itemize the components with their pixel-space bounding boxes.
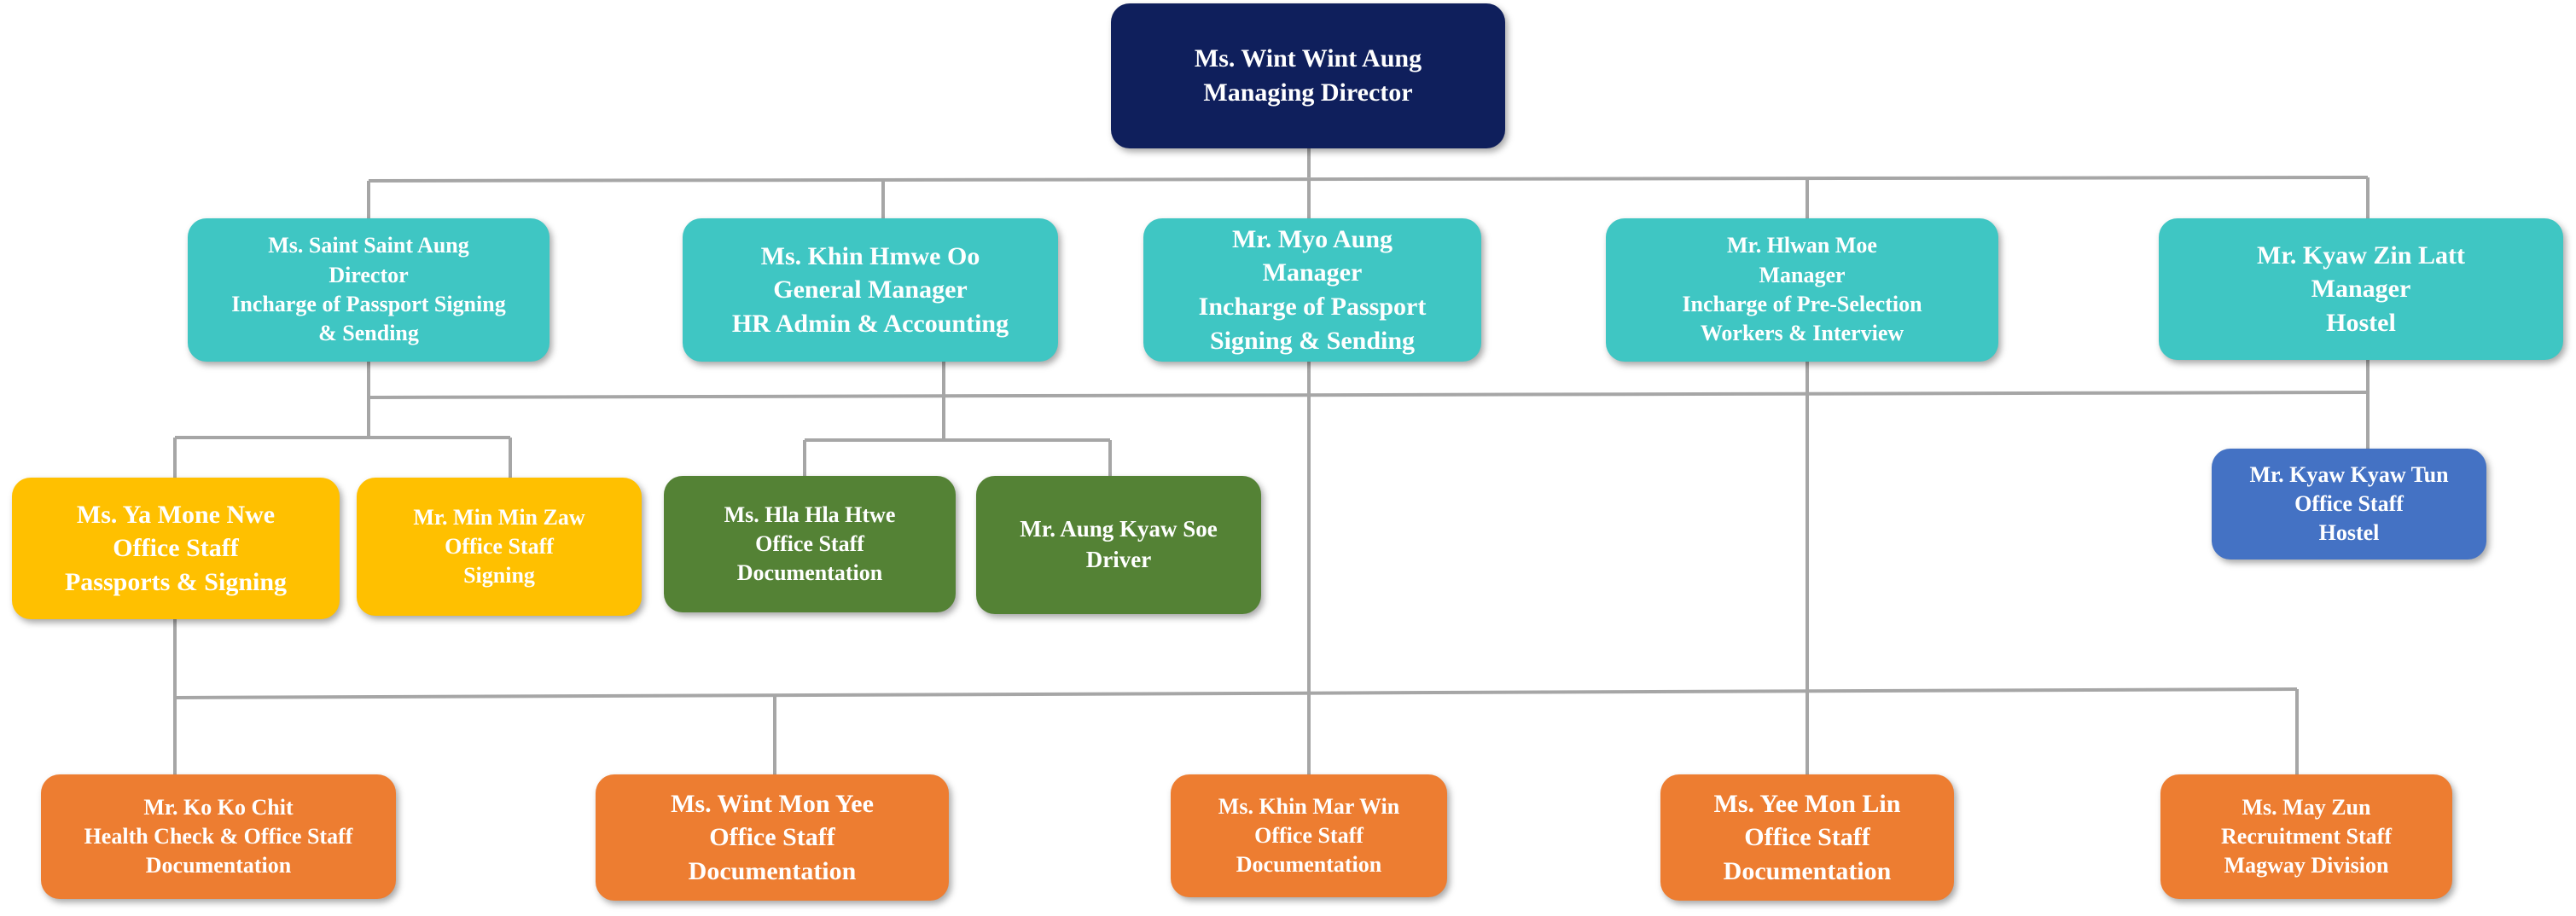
node-name: Ms. Khin Mar Win <box>1218 793 1400 819</box>
node-role: Documentation <box>1723 856 1892 885</box>
node-manager-myo-aung: Mr. Myo Aung Manager Incharge of Passpor… <box>1143 218 1481 362</box>
node-hla-hla-htwe: Ms. Hla Hla Htwe Office Staff Documentat… <box>664 476 956 612</box>
node-title: Driver <box>1085 547 1152 572</box>
node-name: Mr. Ko Ko Chit <box>143 794 294 820</box>
node-min-min-zaw: Mr. Min Min Zaw Office Staff Signing <box>357 478 642 616</box>
node-role: Incharge of Passport <box>1198 293 1427 321</box>
node-title: Manager <box>1759 262 1846 287</box>
node-director: Ms. Saint Saint Aung Director Incharge o… <box>188 218 550 362</box>
node-manager-kyaw-zin-latt: Mr. Kyaw Zin Latt Manager Hostel <box>2159 218 2563 360</box>
node-name: Ms. Saint Saint Aung <box>268 233 469 258</box>
node-role: Documentation <box>736 560 883 586</box>
node-role: Signing & Sending <box>1209 326 1416 355</box>
node-role: Documentation <box>1236 852 1382 878</box>
connector <box>368 391 2369 399</box>
node-title: Managing Director <box>1203 78 1413 107</box>
node-general-manager: Ms. Khin Hmwe Oo General Manager HR Admi… <box>683 218 1058 362</box>
node-role: & Sending <box>318 321 419 346</box>
connector <box>174 687 2298 699</box>
node-title: Recruitment Staff <box>2221 823 2392 849</box>
node-role: Hostel <box>2326 308 2396 337</box>
node-kyaw-kyaw-tun: Mr. Kyaw Kyaw Tun Office Staff Hostel <box>2212 449 2486 559</box>
node-manager-hlwan-moe: Mr. Hlwan Moe Manager Incharge of Pre-Se… <box>1606 218 1998 362</box>
node-role: Magway Division <box>2224 853 2389 878</box>
node-role: Documentation <box>145 853 292 878</box>
node-title: Office Staff <box>709 823 835 852</box>
node-title: Office Staff <box>1744 823 1870 852</box>
node-name: Ms. Wint Wint Aung <box>1194 44 1422 73</box>
node-role: Signing <box>463 563 535 588</box>
node-name: Ms. Wint Mon Yee <box>671 789 874 818</box>
node-name: Ms. Ya Mone Nwe <box>76 500 276 529</box>
node-role: Workers & Interview <box>1700 321 1904 346</box>
node-role: Passports & Signing <box>64 567 288 596</box>
node-title: Director <box>329 262 409 287</box>
node-title: Office Staff <box>445 533 554 559</box>
node-name: Mr. Myo Aung <box>1231 224 1393 253</box>
node-yee-mon-lin: Ms. Yee Mon Lin Office Staff Documentati… <box>1660 774 1954 901</box>
node-name: Mr. Kyaw Kyaw Tun <box>2249 461 2449 487</box>
node-khin-mar-win: Ms. Khin Mar Win Office Staff Documentat… <box>1171 774 1447 897</box>
node-name: Ms. Khin Hmwe Oo <box>760 241 980 270</box>
node-ko-ko-chit: Mr. Ko Ko Chit Health Check & Office Sta… <box>41 774 396 899</box>
node-role: Documentation <box>688 856 857 885</box>
node-title: Office Staff <box>755 530 864 556</box>
node-managing-director: Ms. Wint Wint Aung Managing Director <box>1111 3 1505 148</box>
node-wint-mon-yee: Ms. Wint Mon Yee Office Staff Documentat… <box>596 774 949 901</box>
node-ya-mone-nwe: Ms. Ya Mone Nwe Office Staff Passports &… <box>12 478 340 619</box>
node-title: Manager <box>2311 275 2411 304</box>
node-name: Ms. Yee Mon Lin <box>1713 789 1901 818</box>
node-role: Hostel <box>2318 520 2380 546</box>
node-title: Office Staff <box>1254 822 1364 848</box>
node-title: General Manager <box>773 275 968 304</box>
node-name: Mr. Hlwan Moe <box>1727 233 1877 258</box>
node-title: Office Staff <box>2294 490 2404 516</box>
node-name: Ms. May Zun <box>2242 794 2371 820</box>
connector <box>368 176 2369 183</box>
node-name: Ms. Hla Hla Htwe <box>724 501 896 527</box>
node-title: Office Staff <box>113 534 239 563</box>
node-title: Health Check & Office Staff <box>84 823 353 849</box>
node-may-zun: Ms. May Zun Recruitment Staff Magway Div… <box>2160 774 2452 899</box>
node-name: Mr. Kyaw Zin Latt <box>2257 241 2465 270</box>
node-name: Mr. Min Min Zaw <box>413 504 585 530</box>
node-role: Incharge of Pre-Selection <box>1682 292 1922 316</box>
node-role: Incharge of Passport Signing <box>231 292 506 316</box>
node-role: HR Admin & Accounting <box>731 309 1009 338</box>
node-title: Manager <box>1262 258 1363 287</box>
node-name: Mr. Aung Kyaw Soe <box>1020 516 1218 542</box>
node-aung-kyaw-soe: Mr. Aung Kyaw Soe Driver <box>976 476 1261 614</box>
